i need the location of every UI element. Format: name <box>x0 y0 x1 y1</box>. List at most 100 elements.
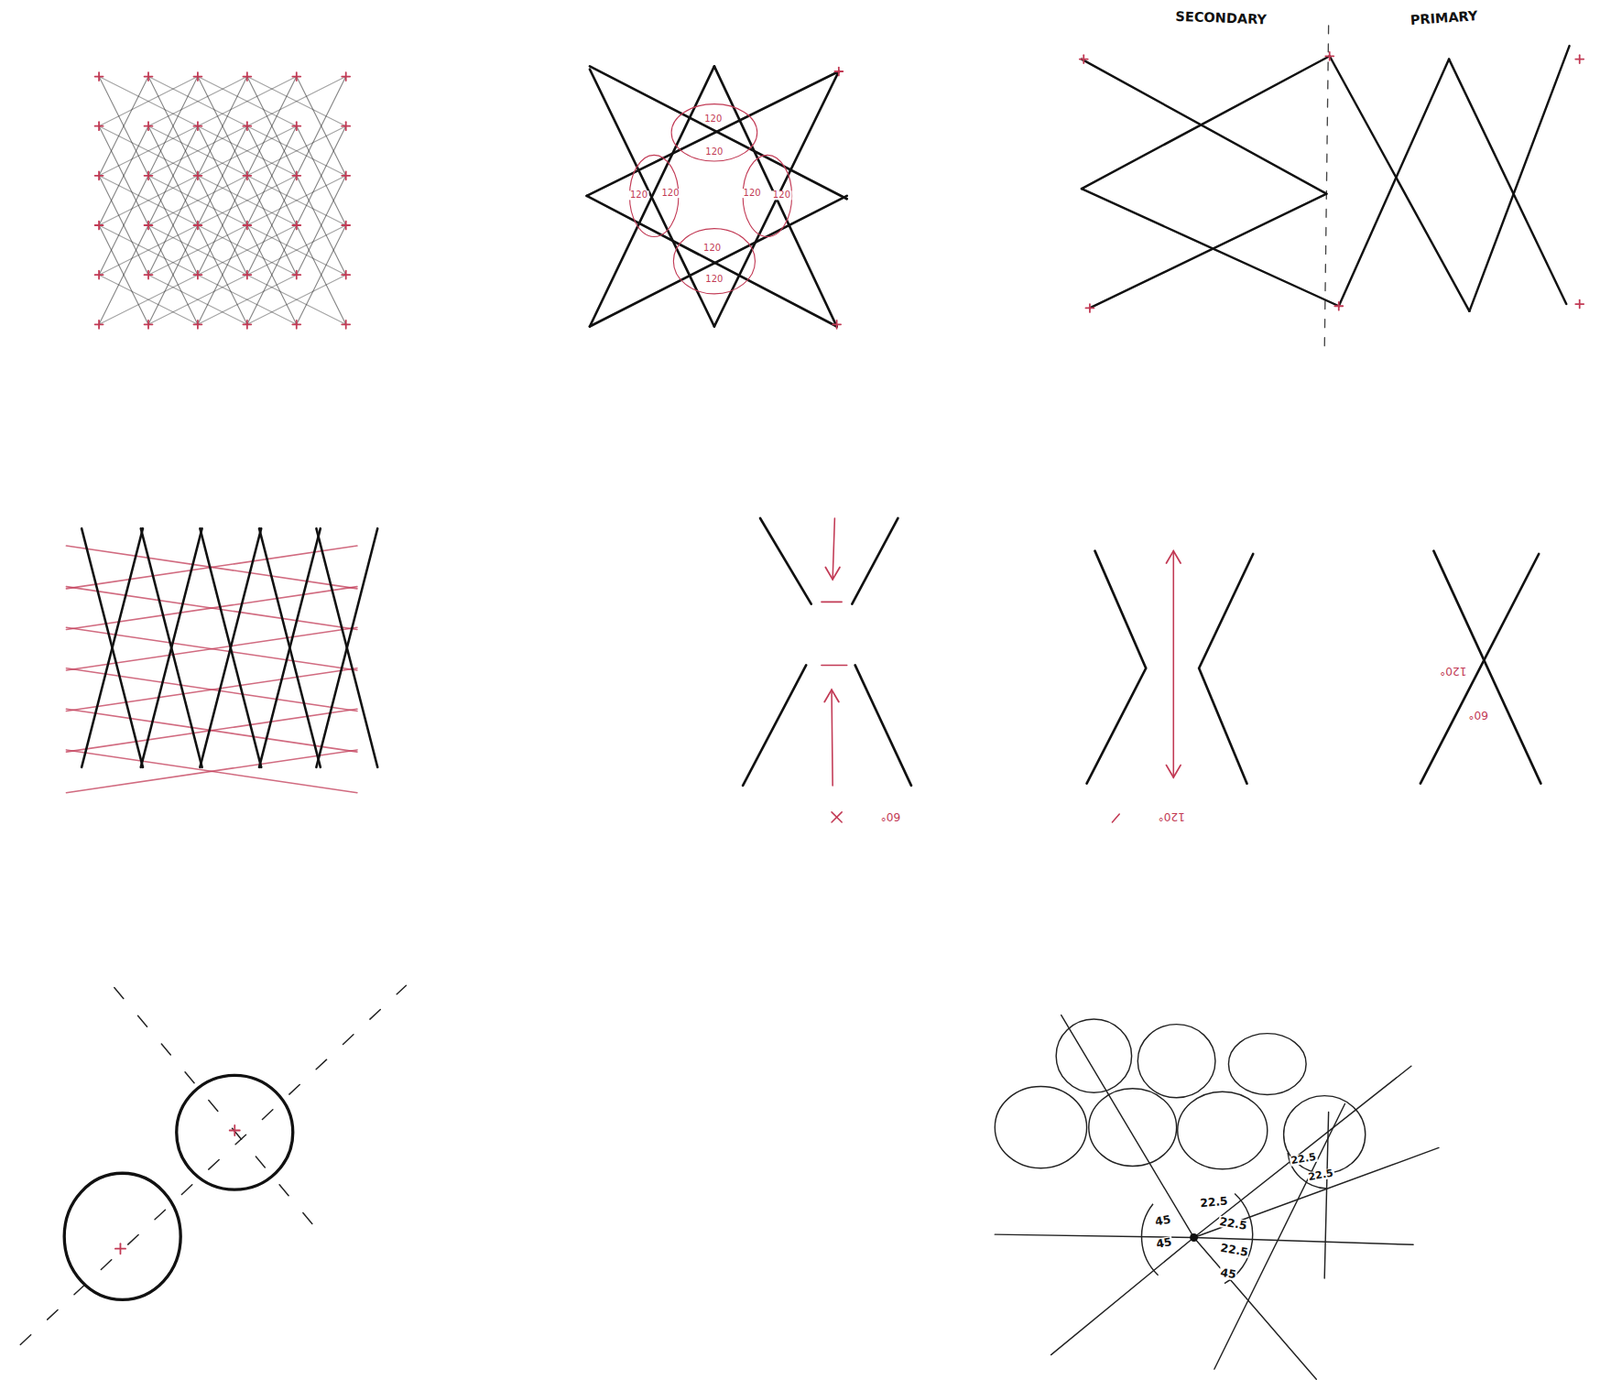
point-mark <box>246 320 249 329</box>
lattice-line <box>296 175 347 275</box>
angle-label: 120 <box>629 190 649 200</box>
ray-line <box>1194 1066 1412 1238</box>
zigzag-line <box>1338 59 1449 307</box>
point-mark <box>97 121 100 131</box>
angle-label: 22.5 <box>1219 1241 1251 1259</box>
profile-line <box>851 518 898 605</box>
packed-circle <box>994 1087 1087 1169</box>
tension-line <box>1173 551 1176 778</box>
point-mark <box>246 121 249 131</box>
angle-label: 120 <box>702 243 722 253</box>
lattice-line <box>247 126 297 226</box>
lattice-line <box>148 274 248 325</box>
lattice-line <box>98 175 198 226</box>
lattice-line <box>197 76 248 176</box>
lattice-line <box>148 274 248 325</box>
lattice-line <box>98 76 198 127</box>
lattice-line <box>247 126 347 176</box>
point-mark <box>1082 54 1085 64</box>
point-mark <box>246 221 249 230</box>
lattice-line <box>247 76 297 176</box>
x-crossing <box>1420 551 1541 784</box>
angle-label: 120° <box>1156 810 1187 822</box>
circle-pair <box>20 985 406 1345</box>
arrow-head <box>825 566 840 579</box>
black-line <box>81 528 143 768</box>
black-line <box>259 528 321 768</box>
lattice-line <box>197 175 297 226</box>
x-line <box>1420 554 1539 784</box>
angle-circle <box>671 104 758 162</box>
point-mark <box>345 171 348 180</box>
lattice-line <box>148 76 198 176</box>
point-mark <box>345 72 348 81</box>
gap-mark <box>821 601 842 604</box>
zigzag-line <box>1329 55 1470 312</box>
point-mark <box>295 221 298 230</box>
point-mark <box>97 320 100 329</box>
point-mark <box>147 320 150 329</box>
lattice-line <box>148 225 198 325</box>
black-line <box>141 528 203 768</box>
lattice-line <box>98 126 149 226</box>
zigzag-line <box>1448 59 1567 305</box>
x-line <box>1433 551 1541 784</box>
star-line <box>589 195 848 327</box>
point-mark <box>196 320 199 329</box>
lattice-line <box>98 274 198 325</box>
red-line <box>65 587 358 631</box>
packed-circle <box>1055 1019 1132 1093</box>
lattice-line <box>247 126 347 176</box>
star-line <box>587 195 838 327</box>
star-line <box>587 71 839 196</box>
circle-packing <box>994 1015 1439 1381</box>
packed-circle <box>1137 1024 1216 1099</box>
point-mark <box>295 171 298 180</box>
black-line <box>199 528 262 768</box>
waist-pair <box>1087 551 1254 823</box>
zigzag-pair <box>1079 25 1584 353</box>
lattice-line <box>197 126 297 176</box>
star-line <box>589 65 715 327</box>
lattice-line <box>296 76 347 176</box>
lattice-line <box>98 225 149 325</box>
angle-label: 120° <box>1438 664 1469 676</box>
lattice-line <box>98 126 198 176</box>
point-mark <box>1578 54 1581 64</box>
axis-line <box>114 988 315 1228</box>
packed-circle <box>1177 1091 1268 1170</box>
star-line <box>589 69 715 327</box>
ray-line <box>1061 1015 1195 1239</box>
angle-label: 45 <box>1154 1235 1175 1250</box>
red-line <box>65 668 358 712</box>
lattice-line <box>148 225 248 275</box>
point-mark <box>97 221 100 230</box>
point-mark <box>97 271 100 280</box>
point-mark <box>345 121 348 131</box>
zigzag-line <box>1469 45 1569 312</box>
lattice-line <box>148 76 248 127</box>
point-mark <box>97 72 100 81</box>
lattice-line <box>148 175 198 275</box>
lattice-line <box>247 225 297 325</box>
profile-line <box>1087 551 1147 784</box>
lattice-line <box>98 175 149 275</box>
angle-label: 120 <box>703 113 723 123</box>
lattice-line <box>296 76 347 176</box>
lattice-line <box>197 225 297 275</box>
point-mark <box>345 271 348 280</box>
arrow-head <box>1165 765 1181 778</box>
lattice-line <box>247 175 297 275</box>
heading-label: SECONDARY <box>1175 9 1269 26</box>
lattice-line <box>247 225 347 275</box>
lattice-line <box>197 76 297 127</box>
hourglass <box>742 518 912 823</box>
red-line <box>65 627 358 671</box>
lattice-line <box>148 126 248 176</box>
lattice-line <box>98 175 149 275</box>
point-mark <box>295 271 298 280</box>
lattice-line <box>148 175 198 275</box>
angle-label: 22.5 <box>1306 1167 1335 1183</box>
lattice-line <box>197 126 248 226</box>
lattice-line <box>197 175 248 275</box>
